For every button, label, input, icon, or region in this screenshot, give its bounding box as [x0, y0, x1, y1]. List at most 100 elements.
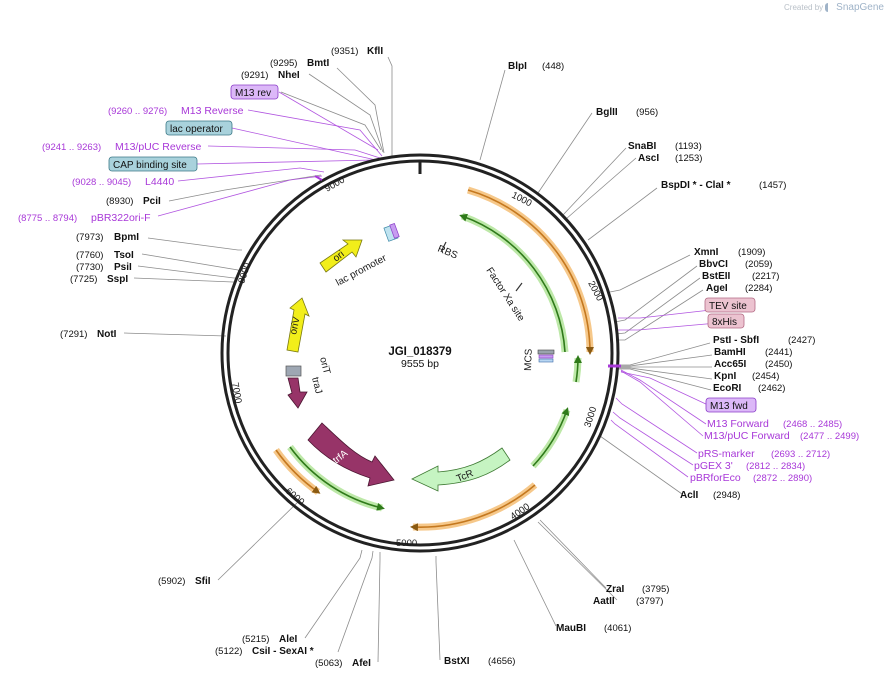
enzyme-zrai: ZraI: [606, 584, 625, 595]
label-ori: ori: [331, 249, 347, 265]
primer-m13puc-forward-range: (2477 .. 2499): [800, 431, 859, 442]
tick-5000: 5000: [396, 538, 417, 549]
primer-pbrforeco: pBRforEco: [690, 472, 741, 484]
enzyme-bstxi: BstXI: [444, 656, 470, 667]
primer-pgex3-range: (2812 .. 2834): [746, 461, 805, 472]
primer-l4440: L4440: [145, 176, 174, 188]
oriT-box: [285, 365, 302, 377]
enzyme-bsteii-pos: (2217): [752, 271, 779, 282]
backbone-outer-ring: [220, 153, 620, 553]
primer-labels: (9260 .. 9276) M13 Reverse (9241 .. 9263…: [18, 105, 859, 484]
enzyme-kpni-pos: (2454): [752, 371, 779, 382]
enzyme-tsoi-pos: (7760): [76, 250, 103, 261]
primer-site-left: [314, 175, 323, 181]
primer-m13-forward: M13 Forward: [707, 418, 769, 430]
green-features: [287, 212, 582, 512]
enzyme-acc65i: Acc65I: [714, 359, 746, 370]
enzyme-afei: AfeI: [352, 658, 371, 669]
enzyme-blpi: BlpI: [508, 61, 527, 72]
primer-m13-reverse-range: (9260 .. 9276): [108, 106, 167, 117]
enzyme-kfli: KflI: [367, 46, 383, 57]
primer-m13puc-reverse: M13/pUC Reverse: [115, 141, 202, 153]
enzyme-bamhi: BamHI: [714, 347, 746, 358]
enzyme-maubi: MauBI: [556, 623, 586, 634]
label-oriV: oriV: [288, 316, 303, 336]
box-m13-fwd-text: M13 fwd: [710, 401, 748, 412]
primer-m13-forward-range: (2468 .. 2485): [783, 419, 842, 430]
enzyme-alei: AleI: [279, 634, 298, 645]
primer-pbr322ori-f-range: (8775 .. 8794): [18, 213, 77, 224]
enzyme-xmni-pos: (1909): [738, 247, 765, 258]
primer-prs-marker: pRS-marker: [698, 448, 755, 460]
plasmid-size: 9555 bp: [401, 358, 439, 370]
primer-connector-lines: [157, 91, 756, 478]
enzyme-ecori: EcoRI: [713, 383, 742, 394]
enzyme-bmti: BmtI: [307, 58, 329, 69]
plasmid-name: JGI_018379: [388, 346, 451, 358]
tick-1000: 1000: [510, 190, 534, 209]
enzyme-aatii-pos: (3797): [636, 596, 663, 607]
enzyme-csii-sexai: CsiI - SexAI *: [252, 646, 314, 657]
label-oriT: oriT: [317, 356, 332, 375]
box-cap-binding-site: [108, 156, 198, 172]
enzyme-acc65i-pos: (2450): [765, 359, 792, 370]
tick-8000: 8000: [236, 261, 253, 285]
enzyme-nhei-pos: (9291): [241, 70, 268, 81]
enzyme-acli: AclI: [680, 490, 699, 501]
enzyme-csii-pos: (5122): [215, 646, 242, 657]
enzyme-snabi-pos: (1193): [675, 141, 702, 152]
enzyme-zrai-pos: (3795): [642, 584, 669, 595]
enzyme-agei-pos: (2284): [745, 283, 772, 294]
primer-m13-reverse: M13 Reverse: [181, 105, 244, 117]
enzyme-bglii-pos: (956): [636, 107, 658, 118]
inner-features: [285, 175, 621, 492]
enzyme-psti-sbfi: PstI - SbfI: [713, 335, 759, 346]
enzyme-bmti-pos: (9295): [270, 58, 297, 69]
label-MCS: MCS: [523, 348, 535, 371]
enzyme-kpni: KpnI: [714, 371, 736, 382]
enzyme-asci-pos: (1253): [675, 153, 702, 164]
enzyme-bpmi-pos: (7973): [76, 232, 103, 243]
enzyme-bspdi-clai: BspDI * - ClaI *: [661, 180, 731, 191]
enzyme-pcii: PciI: [143, 196, 161, 207]
enzyme-labels-left: (9351) KflI (9295) BmtI (9291) NheI (893…: [60, 46, 383, 669]
enzyme-kfli-pos: (9351): [331, 46, 358, 57]
enzyme-bsteii: BstEII: [702, 271, 731, 282]
primer-m13puc-reverse-range: (9241 .. 9263): [42, 142, 101, 153]
enzyme-psii: PsiI: [114, 262, 132, 273]
enzyme-acli-pos: (2948): [713, 490, 740, 501]
orange-features: [273, 186, 594, 532]
enzyme-nhei: NheI: [278, 70, 300, 81]
enzyme-pcii-pos: (8930): [106, 196, 133, 207]
traJ-arrow: [287, 377, 308, 409]
box-lac-operator: [165, 120, 233, 136]
enzyme-bpmi: BpmI: [114, 232, 139, 243]
boxed-labels: M13 rev lac operator CAP binding site TE…: [108, 84, 757, 413]
MCS-marker-blue: [538, 358, 554, 363]
enzyme-snabi: SnaBI: [628, 141, 657, 152]
lac-promoter-arrow: [319, 239, 363, 273]
label-connector-lines: [123, 56, 713, 663]
box-lac-operator-text: lac operator: [170, 124, 223, 135]
enzyme-sspi: SspI: [107, 274, 128, 285]
box-cap-binding-site-text: CAP binding site: [113, 160, 187, 171]
enzyme-bstxi-pos: (4656): [488, 656, 515, 667]
enzyme-sspi-pos: (7725): [70, 274, 97, 285]
tick-7000: 7000: [229, 382, 244, 405]
enzyme-bbvci-pos: (2059): [745, 259, 772, 270]
primer-l4440-range: (9028 .. 9045): [72, 177, 131, 188]
enzyme-bamhi-pos: (2441): [765, 347, 792, 358]
snapgene-logo-icon: [825, 3, 834, 12]
enzyme-asci: AscI: [638, 153, 659, 164]
enzyme-noti: NotI: [97, 329, 117, 340]
credit-brand: SnapGene: [836, 2, 884, 13]
MCS-marker-purple: [538, 354, 554, 359]
enzyme-tsoi: TsoI: [114, 250, 134, 261]
label-traJ: traJ: [309, 376, 324, 395]
factor-xa-marker: [515, 282, 523, 292]
enzyme-labels-right: BstXI (4656) MauBI (4061) ZraI (3795) Aa…: [444, 61, 815, 667]
trfA-arrow: [307, 422, 395, 487]
box-m13-fwd: [705, 397, 757, 413]
label-factor-xa-site: Factor Xa site: [483, 266, 526, 324]
